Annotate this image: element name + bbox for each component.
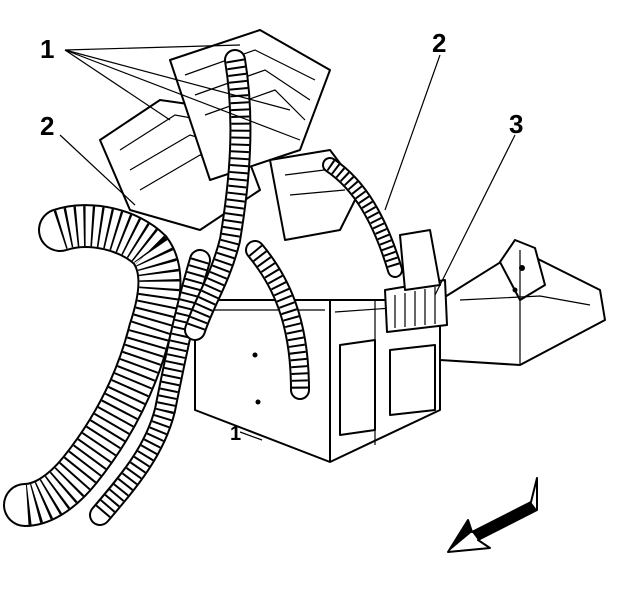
callout-3: 3 xyxy=(509,109,523,139)
callout-2-left: 2 xyxy=(40,111,54,141)
leader-lines xyxy=(59,44,516,441)
callout-2-right: 2 xyxy=(432,28,446,58)
callout-1-bottom: 1 xyxy=(230,423,241,445)
mounting-tray xyxy=(439,239,606,366)
harness-conduits xyxy=(3,49,403,527)
relay-block-body xyxy=(194,299,441,463)
front-direction-arrow-icon xyxy=(447,477,538,553)
callout-1-top: 1 xyxy=(40,34,54,64)
fuse-connector-row xyxy=(384,229,448,333)
